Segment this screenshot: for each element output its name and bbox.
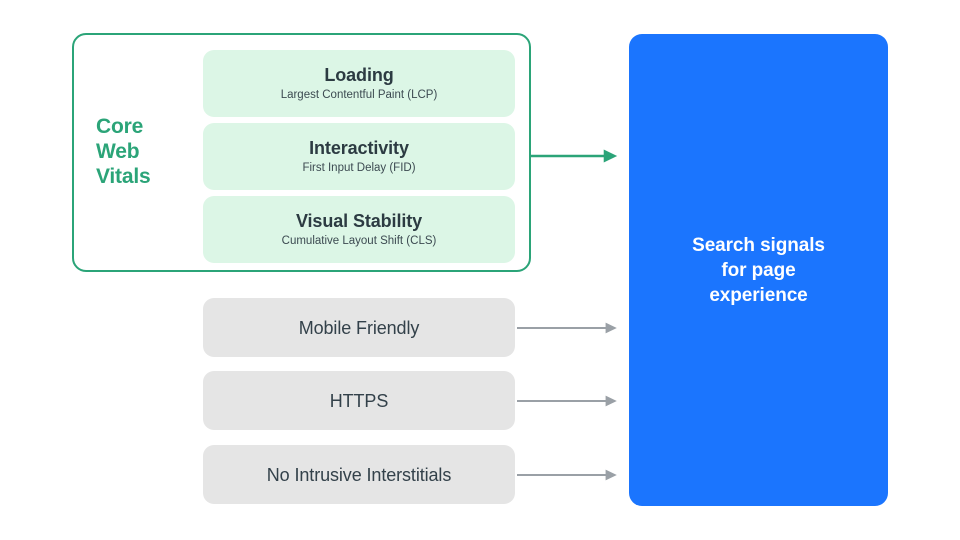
destination-text: Search signals for page experience: [692, 234, 825, 306]
metric-subtitle-loading: Largest Contentful Paint (LCP): [280, 89, 438, 101]
core-web-vitals-label-line-1: Core: [96, 115, 144, 138]
signal-label-no-intrusive-interstitials: No Intrusive Interstitials: [266, 464, 452, 485]
metric-card-interactivity[interactable]: Interactivity First Input Delay (FID): [203, 123, 515, 190]
metric-subtitle-interactivity: First Input Delay (FID): [302, 162, 416, 174]
signal-label-https: HTTPS: [329, 390, 389, 411]
signal-label-mobile-friendly: Mobile Friendly: [298, 317, 420, 338]
metric-subtitle-visual-stability: Cumulative Layout Shift (CLS): [281, 235, 437, 247]
signal-mobile-friendly[interactable]: Mobile Friendly: [203, 298, 515, 357]
core-web-vitals-label-line-2: Web: [96, 140, 140, 163]
core-web-vitals-label: Core Web Vitals: [96, 114, 196, 189]
metric-title-visual-stability: Visual Stability: [295, 211, 423, 231]
signal-no-intrusive-interstitials[interactable]: No Intrusive Interstitials: [203, 445, 515, 504]
metric-card-visual-stability[interactable]: Visual Stability Cumulative Layout Shift…: [203, 196, 515, 263]
metric-title-interactivity: Interactivity: [309, 138, 409, 158]
core-web-vitals-group: [72, 33, 531, 272]
destination-box[interactable]: Search signals for page experience: [629, 34, 888, 506]
core-web-vitals-label-line-3: Vitals: [96, 165, 151, 188]
metric-title-loading: Loading: [324, 65, 394, 85]
signal-https[interactable]: HTTPS: [203, 371, 515, 430]
metric-card-loading[interactable]: Loading Largest Contentful Paint (LCP): [203, 50, 515, 117]
